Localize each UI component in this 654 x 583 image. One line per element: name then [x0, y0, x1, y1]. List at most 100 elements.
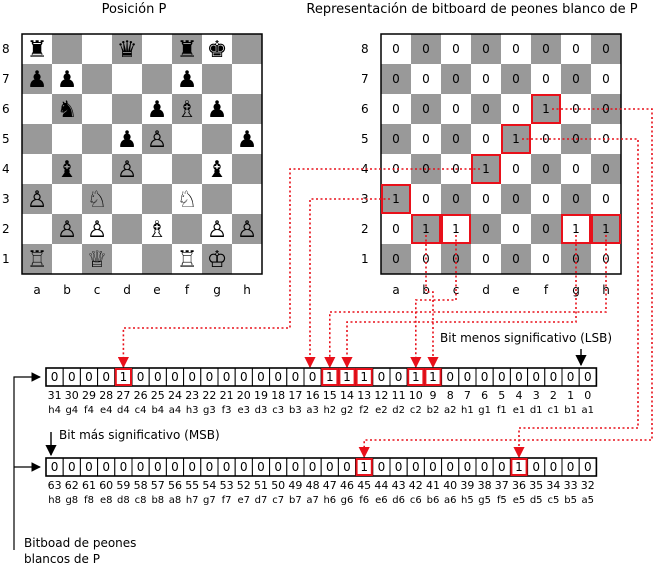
high-bit-digit: 0 [412, 460, 420, 474]
low-bit-square: g3 [203, 405, 216, 416]
bitboard-square [501, 244, 531, 274]
high-bit-square: e6 [375, 495, 388, 506]
position-square [82, 124, 112, 154]
chess-piece: ♟ [27, 67, 48, 93]
bit-value: 0 [452, 72, 460, 86]
low-bit-square: a2 [444, 405, 457, 416]
chess-piece: ♗ [177, 97, 198, 123]
high-bit-digit: 0 [102, 460, 110, 474]
high-bit-square: a5 [582, 495, 595, 506]
high-bit-number: 36 [512, 479, 526, 492]
low-bit-highlight [355, 368, 373, 386]
high-bit-digit: 0 [343, 460, 351, 474]
bitboard-square [471, 244, 501, 274]
high-bit-digit: 0 [171, 460, 179, 474]
chess-piece: ♝ [57, 157, 78, 183]
high-strip-border [45, 457, 598, 477]
bitboard-square [471, 124, 501, 154]
high-bit-number: 34 [546, 479, 560, 492]
bitboard-square [441, 34, 471, 64]
bitboard-highlight [471, 154, 501, 184]
position-square [82, 154, 112, 184]
high-bit-square: e8 [100, 495, 113, 506]
high-bit-square: h7 [186, 495, 199, 506]
bitboard-square [471, 184, 501, 214]
bitboard-square [531, 34, 561, 64]
low-bit-digit: 0 [171, 370, 179, 384]
high-bit-square: g6 [341, 495, 354, 506]
bitboard-square [561, 184, 591, 214]
low-bit-number: 3 [533, 389, 540, 402]
bit-value: 1 [452, 222, 460, 236]
position-square [112, 34, 142, 64]
chess-piece: ♜ [177, 37, 198, 63]
bit-value: 1 [392, 192, 400, 206]
high-bit-square: g5 [478, 495, 491, 506]
high-bit-square: a6 [444, 495, 457, 506]
bitboard-highlight [381, 184, 411, 214]
bitboard-highlight [411, 214, 441, 244]
low-bit-digit: 0 [154, 370, 162, 384]
position-square [82, 64, 112, 94]
low-bit-digit: 0 [481, 370, 489, 384]
low-bit-number: 11 [392, 389, 406, 402]
position-square [202, 244, 232, 274]
low-bit-number: 21 [220, 389, 234, 402]
bitboard-square [411, 64, 441, 94]
file-label: d [482, 283, 490, 297]
position-square [52, 34, 82, 64]
high-bit-number: 63 [48, 479, 62, 492]
bitboard-square [381, 124, 411, 154]
bitboard-square [531, 94, 561, 124]
high-bit-digit: 0 [464, 460, 472, 474]
low-bit-square: b1 [564, 405, 577, 416]
high-bit-digit: 0 [378, 460, 386, 474]
position-square [232, 214, 262, 244]
low-bit-number: 14 [340, 389, 354, 402]
high-bit-number: 54 [202, 479, 216, 492]
position-square [52, 64, 82, 94]
position-board-border [21, 33, 263, 275]
bit-value: 0 [572, 42, 580, 56]
bit-value: 0 [452, 132, 460, 146]
position-square [112, 184, 142, 214]
bitboard-square [471, 94, 501, 124]
high-bit-number: 53 [220, 479, 234, 492]
low-bit-highlight [114, 368, 133, 386]
low-bit-digit: 0 [206, 370, 214, 384]
high-bit-number: 61 [82, 479, 96, 492]
position-square [172, 94, 202, 124]
chess-piece: ♙ [57, 217, 78, 243]
bitboard-square [501, 94, 531, 124]
low-bit-square: e2 [375, 405, 388, 416]
low-bit-square: h2 [323, 405, 336, 416]
low-bit-number: 4 [516, 389, 523, 402]
high-bit-square: b5 [564, 495, 577, 506]
position-square [22, 214, 52, 244]
file-label: c [94, 283, 101, 297]
bit-value: 0 [572, 162, 580, 176]
low-bit-digit: 0 [292, 370, 300, 384]
low-bit-square: a1 [582, 405, 595, 416]
file-label: a [392, 283, 399, 297]
position-square [172, 154, 202, 184]
bit-value: 0 [482, 42, 490, 56]
low-bit-number: 10 [409, 389, 423, 402]
bitboard-highlight [591, 214, 621, 244]
bitboard-square [381, 184, 411, 214]
bit-value: 0 [512, 102, 520, 116]
position-square [202, 94, 232, 124]
low-bit-square: c2 [410, 405, 422, 416]
high-bit-square: b7 [289, 495, 302, 506]
chess-piece: ♟ [207, 97, 228, 123]
high-bit-digit: 0 [240, 460, 248, 474]
bit-value: 0 [542, 42, 550, 56]
chess-piece: ♝ [207, 157, 228, 183]
mapping-arrow [425, 235, 439, 369]
file-label: h [243, 283, 251, 297]
bit-value: 0 [452, 42, 460, 56]
high-bit-digit: 0 [498, 460, 506, 474]
high-bit-digit: 0 [51, 460, 59, 474]
bitboard-square [381, 214, 411, 244]
